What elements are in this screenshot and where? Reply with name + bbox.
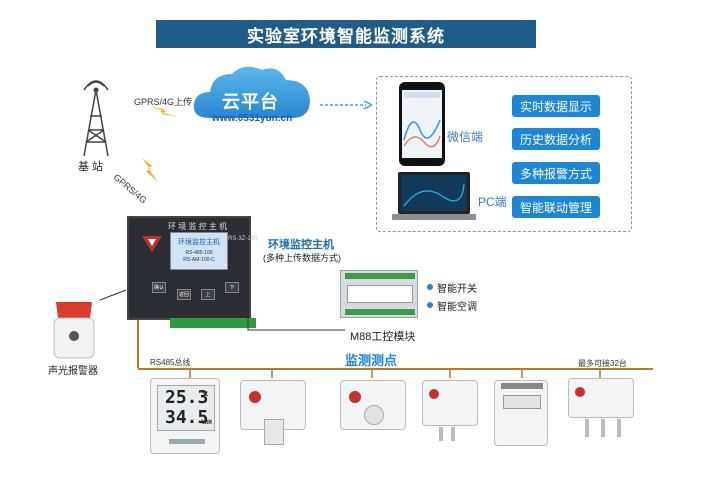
laptop-icon (392, 172, 476, 220)
phone-icon (399, 82, 445, 166)
temp-unit: °C (201, 391, 209, 398)
cloud-icon (193, 66, 310, 118)
module-device (340, 270, 418, 318)
tower-label: 基 站 (78, 161, 104, 173)
wechat-label: 微信端 (447, 130, 484, 144)
module-output-2: 智能空调 (437, 302, 477, 313)
gas-sensor (340, 380, 406, 430)
controller-panel-title: 环 境 监 控 主 机 (168, 222, 228, 231)
cloud-url: www.0531yun.cn (212, 113, 293, 124)
cloud-name: 云平台 (222, 92, 279, 112)
alarm-label: 声光报警器 (48, 366, 98, 377)
tower-icon (83, 80, 109, 156)
max-label: 最多可接32台 (578, 359, 627, 368)
module-label: M88工控模块 (350, 331, 416, 343)
arrow-icon (320, 100, 372, 110)
power-meter (494, 380, 548, 446)
gas-sensor (240, 380, 306, 445)
lightning-icon (150, 107, 178, 117)
hum-unit: %RH (201, 419, 212, 426)
feature-linkage: 智能联动管理 (512, 196, 600, 218)
pc-label: PC端 (478, 195, 507, 209)
controller-screen: 环境监控主机 RS-485-100 RS-AM-100-C (170, 232, 228, 270)
temp-humidity-sensor: 25.3 °C 34.5 %RH (150, 378, 220, 454)
bullet-icon (427, 284, 433, 290)
controller-model: RS-3Z-100 (228, 236, 258, 242)
feature-realtime: 实时数据显示 (512, 95, 600, 117)
controller-button[interactable]: 上 (201, 289, 215, 300)
controller-button[interactable]: 返回 (177, 289, 191, 300)
terminal-block (170, 318, 256, 328)
rs485-bus (138, 368, 653, 370)
controller-button[interactable]: 下 (225, 282, 239, 293)
section-label: 监测测点 (345, 353, 398, 368)
feature-history: 历史数据分析 (512, 128, 600, 150)
controller-label: 环境监控主机 (268, 239, 334, 251)
probe-sensor (568, 378, 634, 437)
page-title: 实验室环境智能监测系统 (156, 20, 536, 48)
air-quality-sensor (422, 380, 478, 441)
controller-button[interactable]: 确认 (152, 282, 166, 293)
bullet-icon (427, 302, 433, 308)
logo-icon (142, 236, 162, 252)
feature-alarm: 多种报警方式 (512, 162, 600, 184)
bus-label: RS485总线 (150, 358, 191, 367)
controller-subtitle: (多种上传数据方式) (263, 253, 341, 263)
module-output-1: 智能开关 (437, 284, 477, 295)
gprs-upload-label: GPRS/4G上传 (134, 97, 193, 107)
alarm-icon (53, 302, 95, 359)
hum-value: 34.5 (165, 407, 209, 428)
temp-value: 25.3 (165, 387, 209, 408)
